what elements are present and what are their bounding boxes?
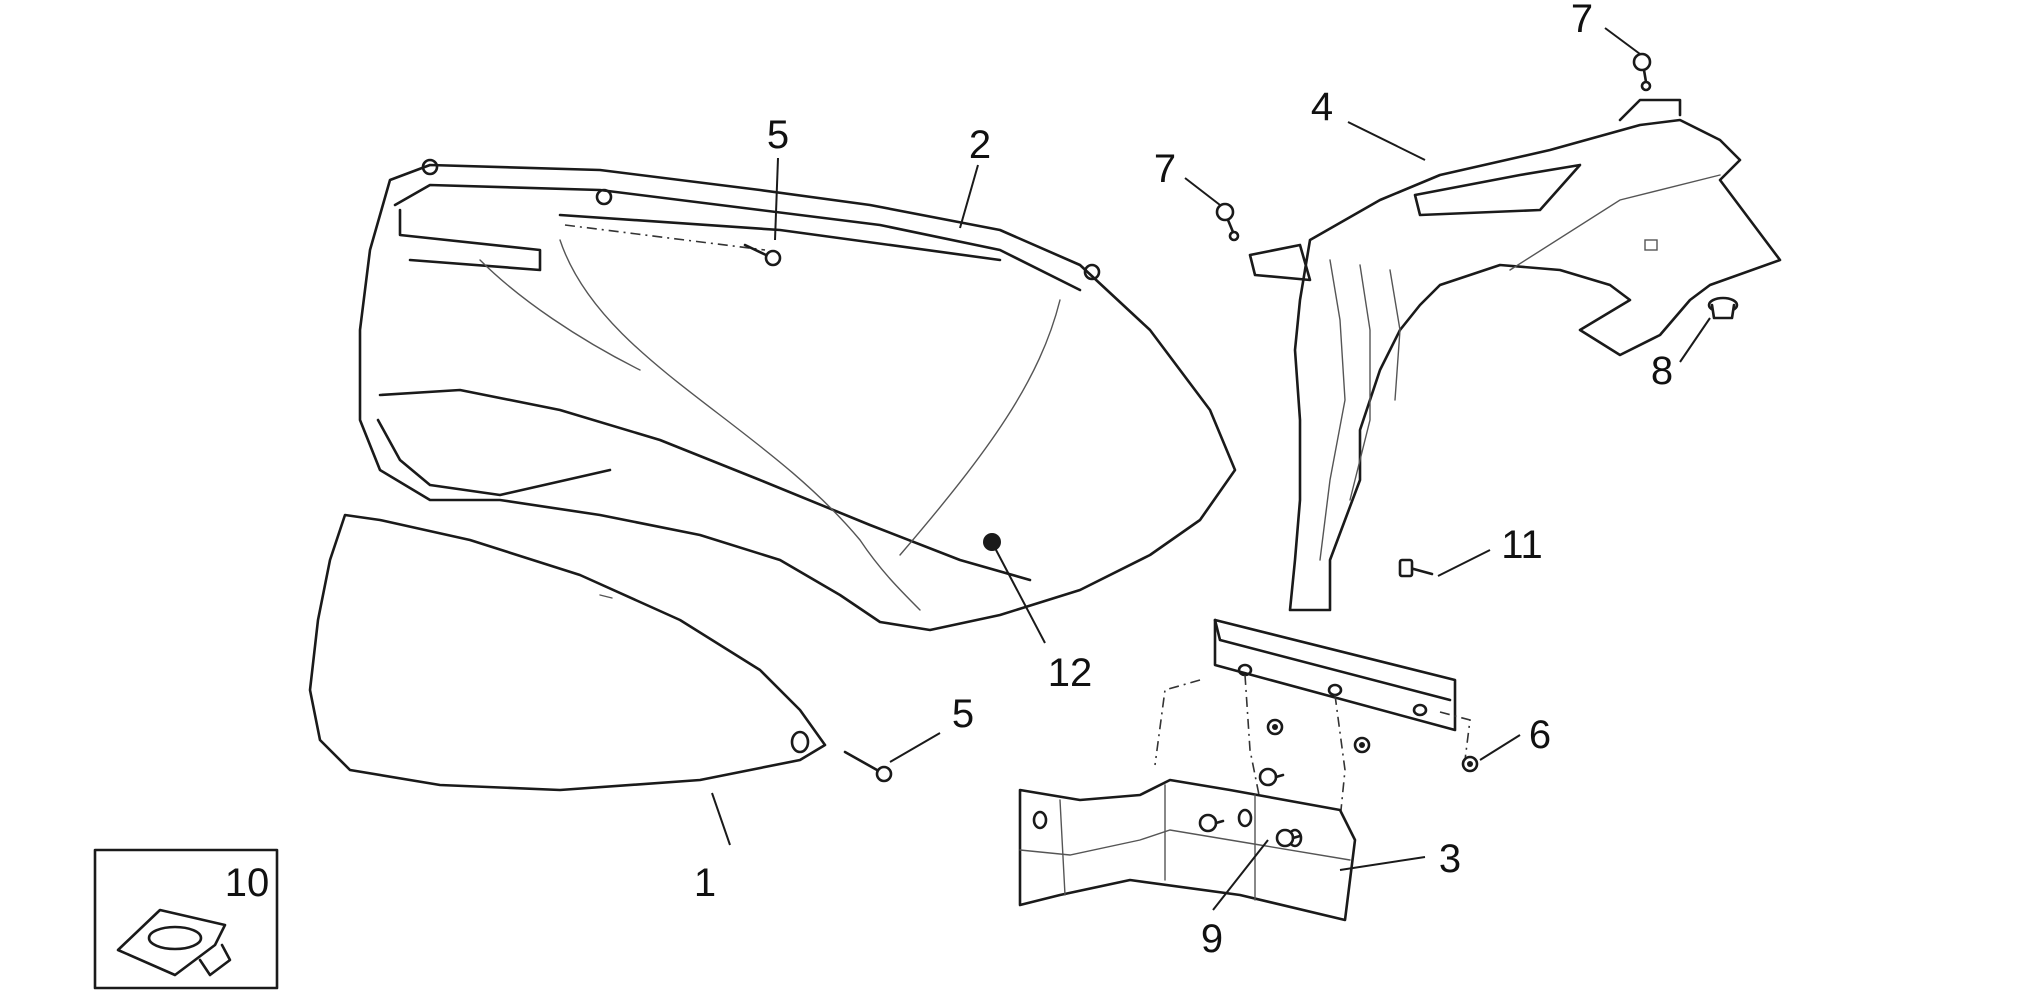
callout-6: 6	[1529, 713, 1551, 757]
screw-7-mid	[1215, 202, 1240, 242]
callout-5-top: 5	[767, 113, 789, 157]
mounting-plate	[1213, 618, 1457, 732]
callout-7-mid: 7	[1154, 147, 1176, 191]
callout-5-bottom: 5	[952, 692, 974, 736]
callout-2: 2	[969, 123, 991, 167]
part-1-lower-panel	[308, 513, 827, 792]
screw-7-top	[1632, 52, 1652, 92]
nuts-6	[1266, 718, 1479, 773]
callout-4: 4	[1311, 85, 1333, 129]
callout-12: 12	[1048, 651, 1093, 695]
screws-9	[1198, 767, 1302, 848]
screw-11	[1398, 558, 1434, 578]
callout-10: 10	[225, 861, 270, 905]
inset-part-10	[93, 848, 279, 990]
callout-1: 1	[694, 861, 716, 905]
leader-lines	[711, 27, 1711, 911]
grommet-8	[1707, 296, 1739, 320]
callout-8: 8	[1651, 349, 1673, 393]
assembly-lines	[564, 224, 1471, 821]
callout-labels: 1 2 3 4 5 5 6 7 7 8 9 10 11 12	[225, 0, 1673, 961]
part-3-license-bracket	[1018, 778, 1357, 922]
callout-11: 11	[1501, 523, 1543, 567]
callout-9: 9	[1201, 917, 1223, 961]
part-2-side-cover	[358, 158, 1237, 632]
screw-5-top	[743, 243, 782, 267]
screw-5-bottom	[843, 750, 893, 783]
callout-3: 3	[1439, 837, 1461, 881]
part-4-fender-bracket	[1248, 98, 1782, 612]
callout-7-top: 7	[1571, 0, 1593, 41]
